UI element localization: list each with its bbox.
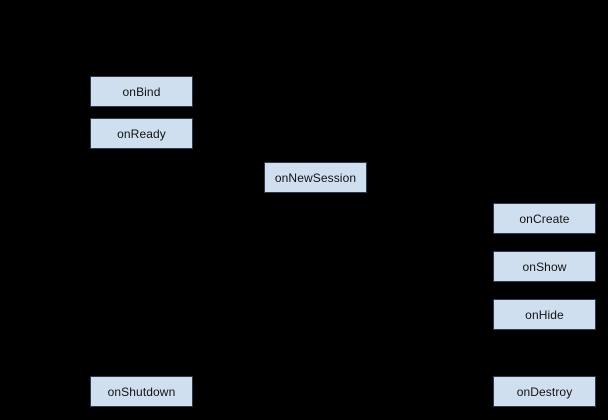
node-on-hide[interactable]: onHide (493, 299, 596, 330)
node-on-shutdown[interactable]: onShutdown (90, 376, 193, 407)
node-on-destroy[interactable]: onDestroy (493, 376, 596, 407)
node-label: onCreate (519, 211, 570, 226)
node-on-ready[interactable]: onReady (90, 118, 193, 149)
node-label: onShutdown (107, 384, 176, 399)
node-on-bind[interactable]: onBind (90, 76, 193, 107)
node-label: onShow (522, 259, 567, 274)
node-on-new-session[interactable]: onNewSession (264, 162, 367, 193)
node-label: onHide (525, 307, 564, 322)
node-on-create[interactable]: onCreate (493, 203, 596, 234)
node-label: onDestroy (516, 384, 573, 399)
node-on-show[interactable]: onShow (493, 251, 596, 282)
node-label: onBind (122, 84, 161, 99)
node-label: onReady (117, 126, 166, 141)
node-label: onNewSession (274, 170, 357, 185)
